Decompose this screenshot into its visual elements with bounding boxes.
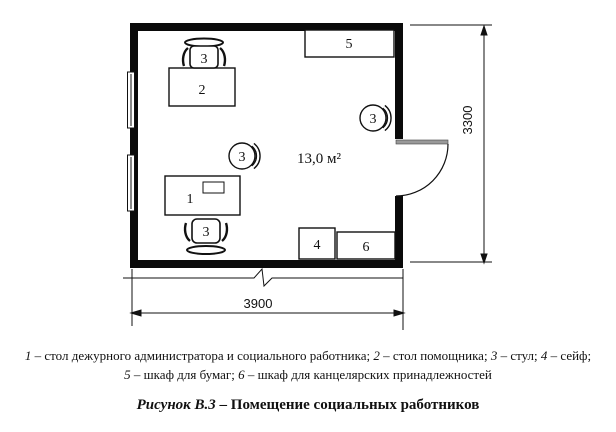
dim-width-value: 3900 xyxy=(244,296,273,311)
chair-bottom-armrest-left xyxy=(183,222,191,242)
room-area-label: 13,0 м² xyxy=(297,151,341,167)
legend: 1 – стол дежурного администратора и соци… xyxy=(0,346,616,384)
chair-bottom-armrest-right xyxy=(221,222,229,242)
legend-item-5-text: – шкаф для бумаг; xyxy=(133,367,235,382)
room-walls xyxy=(130,23,403,268)
legend-item-3-number: 3 xyxy=(490,348,498,363)
legend-item-2: 2 – стол помощника; xyxy=(373,348,487,363)
legend-line-1: 1 – стол дежурного администратора и соци… xyxy=(0,346,616,365)
chair-bottom: 3 xyxy=(183,218,229,255)
legend-item-4: 4 – сейф; xyxy=(541,348,591,363)
stool-right-backrest-inner xyxy=(382,107,389,129)
legend-item-1: 1 – стол дежурного администратора и соци… xyxy=(25,348,370,363)
furniture: 5 2 3 1 xyxy=(164,29,396,260)
cabinet-stationery: 6 xyxy=(336,231,396,260)
door-swing-arc xyxy=(395,143,449,197)
legend-item-3: 3 – стул; xyxy=(491,348,538,363)
legend-item-1-number: 1 xyxy=(24,348,32,363)
wall-left xyxy=(130,23,138,268)
assistant-desk: 2 xyxy=(168,67,236,107)
chair-top-armrest-right xyxy=(219,47,227,67)
dimension-height: 3300 xyxy=(410,24,492,265)
dimension-width: 3900 xyxy=(123,267,406,330)
legend-item-4-text: – сейф; xyxy=(550,348,592,363)
legend-item-6-number: 6 xyxy=(238,367,245,382)
legend-item-4-number: 4 xyxy=(540,348,548,363)
chair-top-armrest-left xyxy=(181,47,189,67)
stool-center-backrest-inner xyxy=(251,145,258,167)
legend-item-6: 6 – шкаф для канцелярских принадлежносте… xyxy=(238,367,492,382)
legend-item-5-number: 5 xyxy=(124,367,131,382)
chair-top: 3 xyxy=(181,37,227,69)
chair-top-label: 3 xyxy=(201,52,208,67)
stool-center-label: 3 xyxy=(239,150,246,165)
figure-caption: Рисунок В.3 – Помещение социальных работ… xyxy=(0,397,616,414)
safe: 4 xyxy=(298,227,336,260)
legend-item-3-text: – стул; xyxy=(500,348,538,363)
stool-right: 3 xyxy=(359,104,392,132)
figure-caption-dash: – xyxy=(219,397,228,413)
legend-item-2-text: – стол помощника; xyxy=(383,348,488,363)
desk-monitor xyxy=(202,181,225,194)
cabinet-stationery-label: 6 xyxy=(363,240,370,255)
dim-width-arrow-left xyxy=(129,309,142,317)
stool-center-backrest-outer xyxy=(253,142,261,170)
admin-desk-label: 1 xyxy=(187,192,194,207)
assistant-desk-label: 2 xyxy=(199,83,206,98)
legend-line-2: 5 – шкаф для бумаг; 6 – шкаф для канцеля… xyxy=(0,365,616,384)
admin-desk: 1 xyxy=(164,175,241,216)
legend-item-5: 5 – шкаф для бумаг; xyxy=(124,367,235,382)
cabinet-papers-label: 5 xyxy=(346,37,353,52)
wall-right-upper xyxy=(395,23,403,139)
legend-item-1-text: – стол дежурного администратора и социал… xyxy=(34,348,371,363)
dim-height-arrow-top xyxy=(480,24,488,36)
safe-label: 4 xyxy=(314,238,321,253)
dim-width-break-line xyxy=(123,267,403,288)
wall-top xyxy=(130,23,403,31)
dim-height-value: 3300 xyxy=(460,106,475,135)
dim-width-arrow-right xyxy=(393,309,406,317)
stool-center: 3 xyxy=(228,142,261,170)
stool-right-backrest-outer xyxy=(384,104,392,132)
legend-item-2-number: 2 xyxy=(373,348,380,363)
wall-right-lower xyxy=(395,196,403,268)
door xyxy=(395,139,449,197)
cabinet-papers: 5 xyxy=(304,29,395,58)
door-leaf xyxy=(395,139,449,145)
figure-caption-number: Рисунок В.3 xyxy=(136,397,216,413)
wall-bottom xyxy=(130,260,403,268)
chair-bottom-label: 3 xyxy=(203,225,210,240)
stool-right-label: 3 xyxy=(370,112,377,127)
dim-height-arrow-bottom xyxy=(480,253,488,265)
windows xyxy=(127,71,135,212)
legend-item-6-text: – шкаф для канцелярских принадлежностей xyxy=(247,367,492,382)
floor-plan: 5 2 3 1 xyxy=(123,23,492,330)
figure-caption-title: Помещение социальных работников xyxy=(230,397,480,413)
